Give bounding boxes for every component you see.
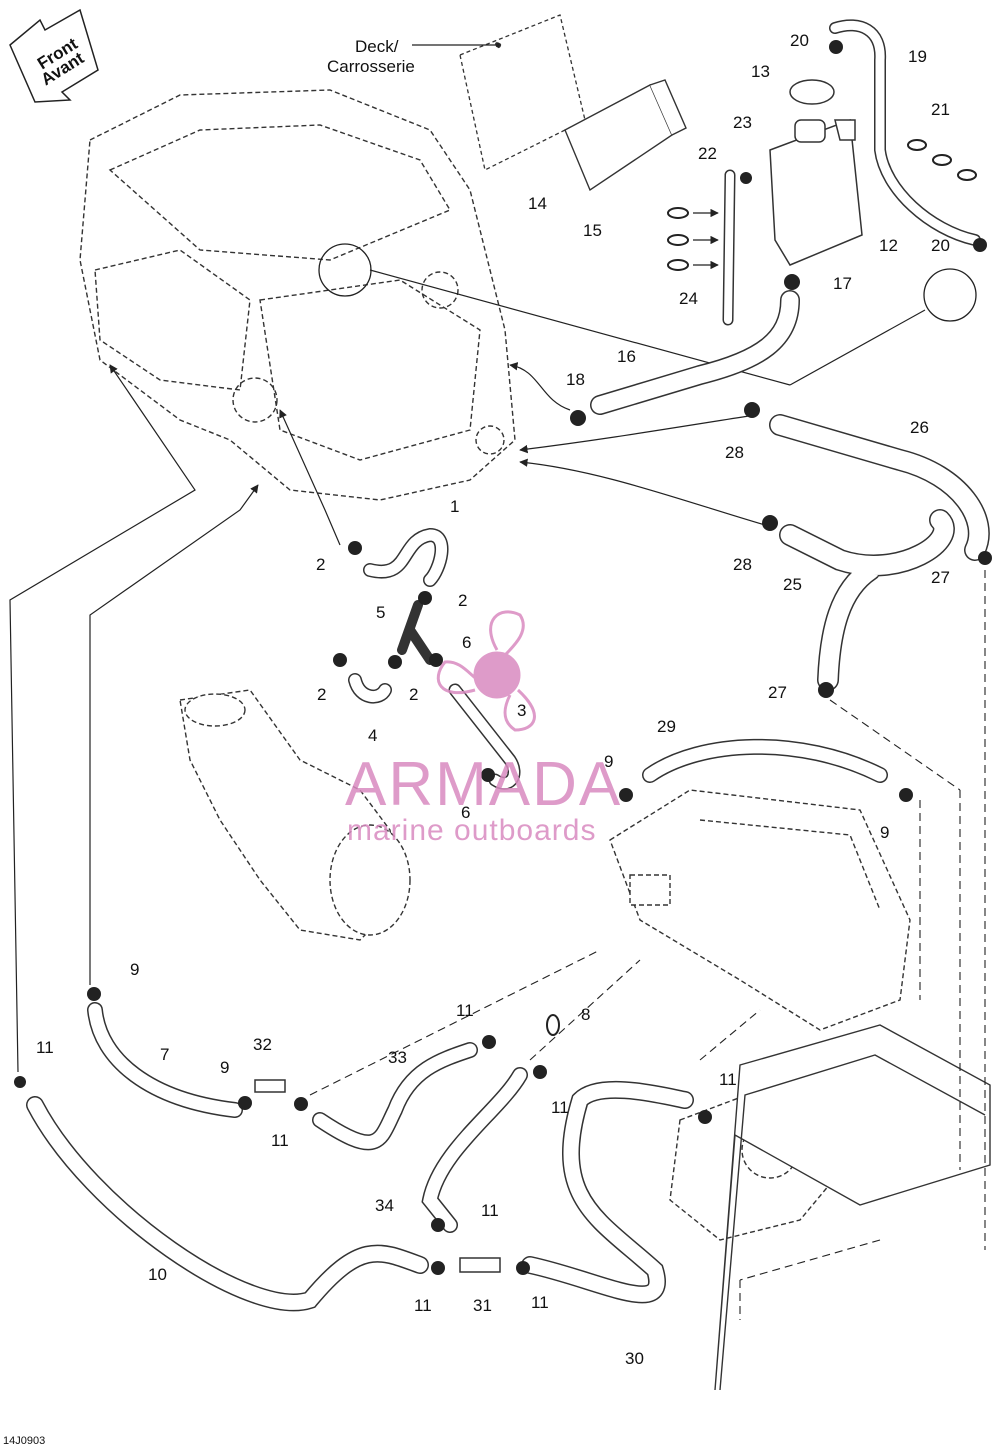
part-label: 11 bbox=[481, 1201, 499, 1220]
watermark-title: ARMADA bbox=[345, 750, 622, 819]
part-label: 2 bbox=[458, 591, 467, 610]
front-arrow-icon: Front Avant bbox=[9, 8, 99, 103]
part-label: 11 bbox=[456, 1001, 474, 1020]
part-label: 33 bbox=[388, 1048, 407, 1067]
detail-circle-tank bbox=[923, 268, 977, 322]
part-label: 25 bbox=[783, 575, 802, 594]
part-label: 32 bbox=[253, 1035, 272, 1054]
part-label: 9 bbox=[604, 752, 613, 771]
part-label: 6 bbox=[462, 633, 471, 652]
part-label: 10 bbox=[148, 1265, 167, 1284]
part-label: 34 bbox=[375, 1196, 394, 1215]
deck-label: Deck/ bbox=[355, 37, 399, 56]
part-label: 21 bbox=[931, 100, 950, 119]
part-label: 28 bbox=[725, 443, 744, 462]
part-label: 1 bbox=[450, 497, 459, 516]
intercooler bbox=[609, 789, 911, 1031]
engine-block bbox=[79, 89, 516, 501]
part-label: 11 bbox=[36, 1038, 54, 1057]
part-labels: 1 2 2 2 2 3 4 5 6 6 7 8 9 9 9 9 10 11 11… bbox=[36, 31, 950, 1368]
part-label: 11 bbox=[271, 1131, 289, 1150]
part-label: 26 bbox=[910, 418, 929, 437]
armada-watermark: ARMADA marine outboards bbox=[345, 610, 622, 847]
part-label: 18 bbox=[566, 370, 585, 389]
part-label: 12 bbox=[879, 236, 898, 255]
part-label: 11 bbox=[531, 1293, 549, 1312]
part-label: 14 bbox=[528, 194, 547, 213]
propeller-logo-icon bbox=[436, 610, 536, 732]
part-label: 17 bbox=[833, 274, 852, 293]
part-label: 2 bbox=[316, 555, 325, 574]
part-label: 9 bbox=[220, 1058, 229, 1077]
part-label: 24 bbox=[679, 289, 698, 308]
part-label: 7 bbox=[160, 1045, 169, 1064]
part-label: 4 bbox=[368, 726, 377, 745]
part-label: 9 bbox=[880, 823, 889, 842]
part-label: 11 bbox=[719, 1070, 737, 1089]
drawing-code: 14J0903 bbox=[3, 1435, 45, 1447]
detail-circle-engine bbox=[318, 243, 372, 297]
mounting-bracket bbox=[564, 79, 687, 192]
part-label: 5 bbox=[376, 603, 385, 622]
clamp-icons bbox=[14, 40, 992, 1275]
part-label: 30 bbox=[625, 1349, 644, 1368]
coolant-reservoir bbox=[769, 79, 863, 266]
hose-clips bbox=[546, 139, 977, 1036]
watermark-subtitle: marine outboards bbox=[347, 814, 596, 847]
part-label: 3 bbox=[517, 701, 526, 720]
part-label: 15 bbox=[583, 221, 602, 240]
part-label: 11 bbox=[414, 1296, 432, 1315]
deck-panel bbox=[459, 14, 586, 171]
carrosserie-label: Carrosserie bbox=[327, 57, 415, 76]
exhaust-muffler bbox=[179, 689, 411, 941]
part-label: 2 bbox=[409, 685, 418, 704]
part-label: 16 bbox=[617, 347, 636, 366]
part-label: 2 bbox=[317, 685, 326, 704]
part-label: 27 bbox=[768, 683, 787, 702]
part-label: 28 bbox=[733, 555, 752, 574]
part-label: 31 bbox=[473, 1296, 492, 1315]
part-label: 8 bbox=[581, 1005, 590, 1024]
part-label: 23 bbox=[733, 113, 752, 132]
part-label: 22 bbox=[698, 144, 717, 163]
part-label: 9 bbox=[130, 960, 139, 979]
part-label: 19 bbox=[908, 47, 927, 66]
part-label: 11 bbox=[551, 1098, 569, 1117]
part-label: 27 bbox=[931, 568, 950, 587]
part-label: 20 bbox=[790, 31, 809, 50]
part-label: 20 bbox=[931, 236, 950, 255]
part-label: 29 bbox=[657, 717, 676, 736]
ride-plate bbox=[714, 1024, 991, 1391]
part-label: 6 bbox=[461, 803, 470, 822]
part-label: 13 bbox=[751, 62, 770, 81]
